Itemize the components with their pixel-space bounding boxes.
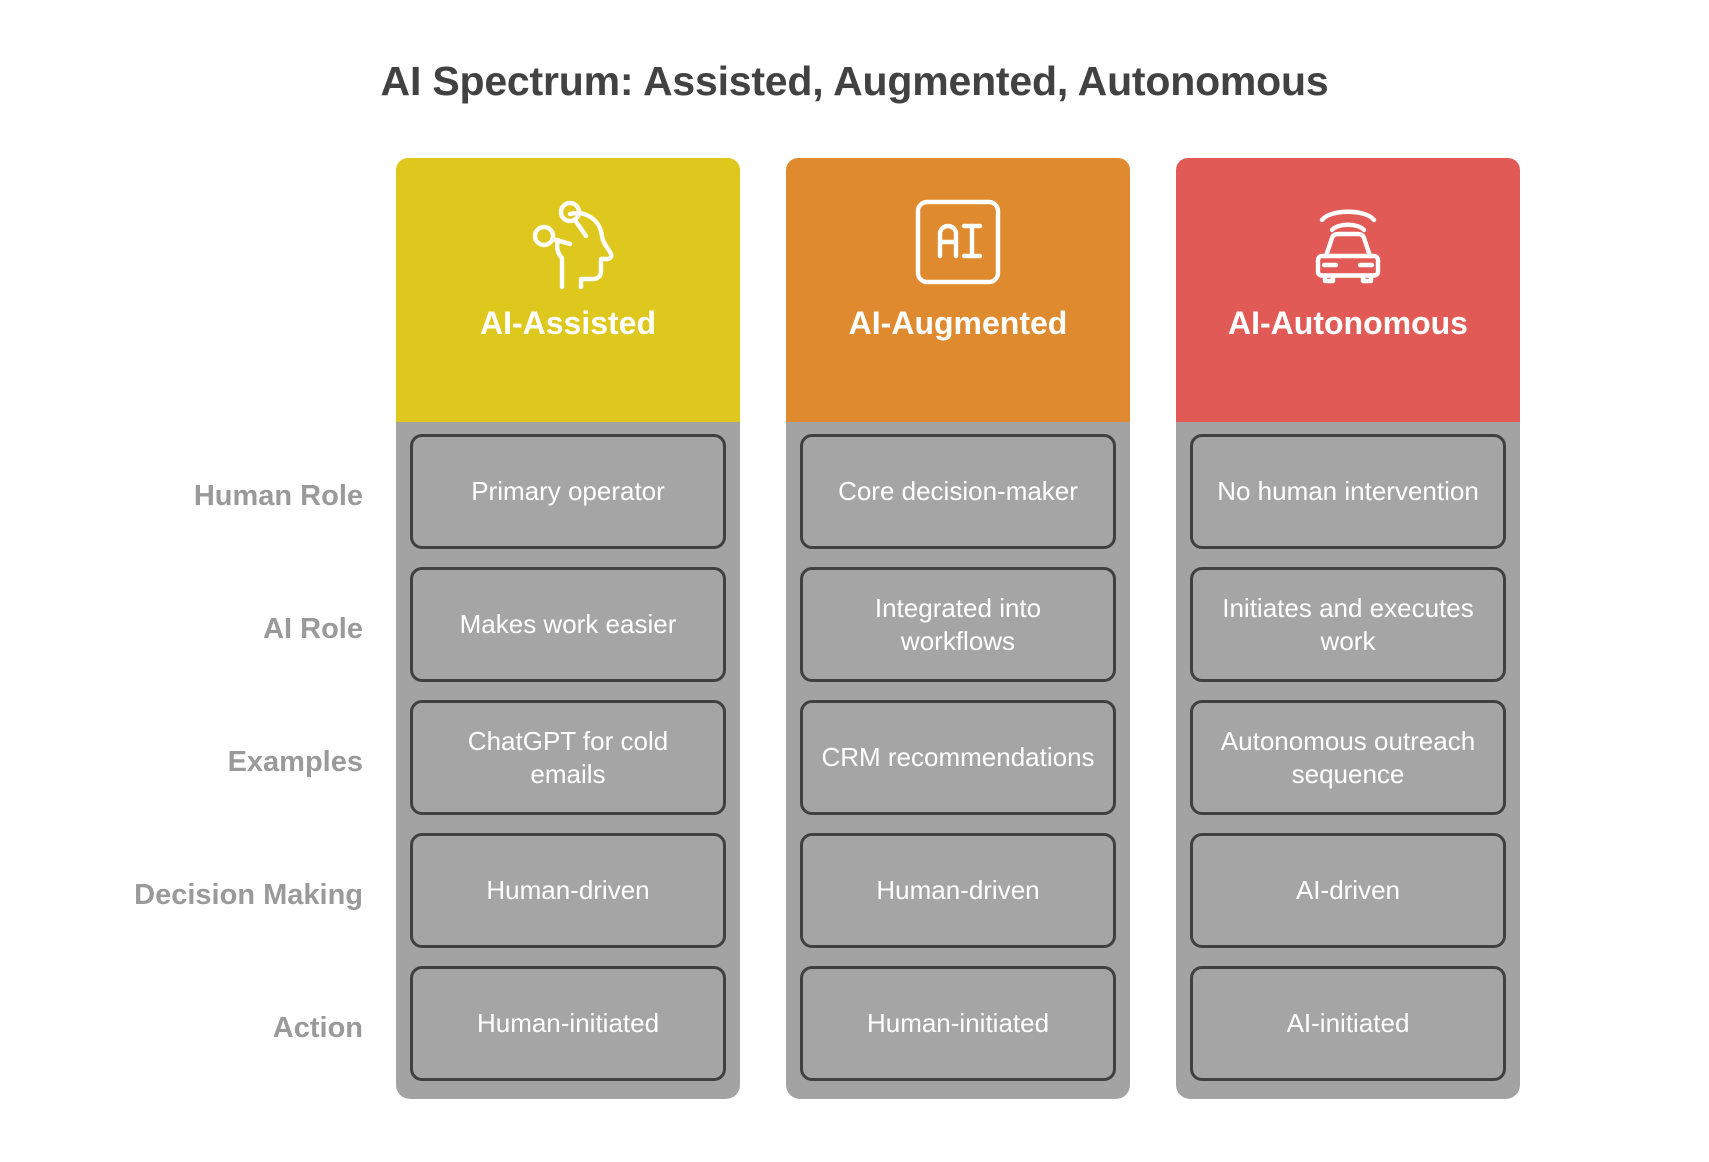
- row-label-examples: Examples: [227, 746, 363, 778]
- cell-assisted-decision-making: Human-driven: [410, 833, 726, 948]
- column-title-ai-autonomous: AI-Autonomous: [1228, 305, 1468, 341]
- column-header-ai-autonomous: AI-Autonomous: [1176, 158, 1520, 422]
- column-body-ai-autonomous: No human intervention Initiates and exec…: [1176, 422, 1520, 1099]
- cell-augmented-decision-making: Human-driven: [800, 833, 1116, 948]
- column-header-ai-augmented: AI-Augmented: [786, 158, 1130, 422]
- row-label-ai-role: AI Role: [263, 613, 363, 645]
- cell-assisted-human-role: Primary operator: [410, 434, 726, 549]
- cell-assisted-ai-role: Makes work easier: [410, 567, 726, 682]
- column-body-ai-augmented: Core decision-maker Integrated into work…: [786, 422, 1130, 1099]
- column-header-ai-assisted: AI-Assisted: [396, 158, 740, 422]
- row-label-action: Action: [272, 1012, 363, 1044]
- row-label-human-role: Human Role: [193, 480, 363, 512]
- cell-augmented-ai-role: Integrated into workflows: [800, 567, 1116, 682]
- column-title-ai-augmented: AI-Augmented: [848, 305, 1068, 341]
- row-label-decision-making: Decision Making: [134, 879, 363, 911]
- category-columns: AI-Assisted Primary operator Makes work …: [396, 158, 1520, 1099]
- head-neural-nodes-icon: [514, 188, 622, 296]
- page-title: AI Spectrum: Assisted, Augmented, Autono…: [380, 58, 1329, 104]
- cell-augmented-human-role: Core decision-maker: [800, 434, 1116, 549]
- comparison-grid: Human Role AI Role Examples Decision Mak…: [0, 158, 1709, 1099]
- cell-autonomous-action: AI-initiated: [1190, 966, 1506, 1081]
- cell-autonomous-examples: Autonomous outreach sequence: [1190, 700, 1506, 815]
- cell-augmented-examples: CRM recommendations: [800, 700, 1116, 815]
- cell-autonomous-ai-role: Initiates and executes work: [1190, 567, 1506, 682]
- column-ai-augmented: AI-Augmented Core decision-maker Integra…: [786, 158, 1130, 1099]
- autonomous-car-signal-icon: [1296, 188, 1400, 296]
- column-ai-autonomous: AI-Autonomous No human intervention Init…: [1176, 158, 1520, 1099]
- column-ai-assisted: AI-Assisted Primary operator Makes work …: [396, 158, 740, 1099]
- cell-assisted-action: Human-initiated: [410, 966, 726, 1081]
- row-label-column: Human Role AI Role Examples Decision Mak…: [0, 158, 396, 1095]
- cell-augmented-action: Human-initiated: [800, 966, 1116, 1081]
- column-body-ai-assisted: Primary operator Makes work easier ChatG…: [396, 422, 740, 1099]
- cell-assisted-examples: ChatGPT for cold emails: [410, 700, 726, 815]
- cell-autonomous-human-role: No human intervention: [1190, 434, 1506, 549]
- ai-chip-square-icon: [910, 188, 1006, 296]
- column-title-ai-assisted: AI-Assisted: [479, 305, 657, 341]
- cell-autonomous-decision-making: AI-driven: [1190, 833, 1506, 948]
